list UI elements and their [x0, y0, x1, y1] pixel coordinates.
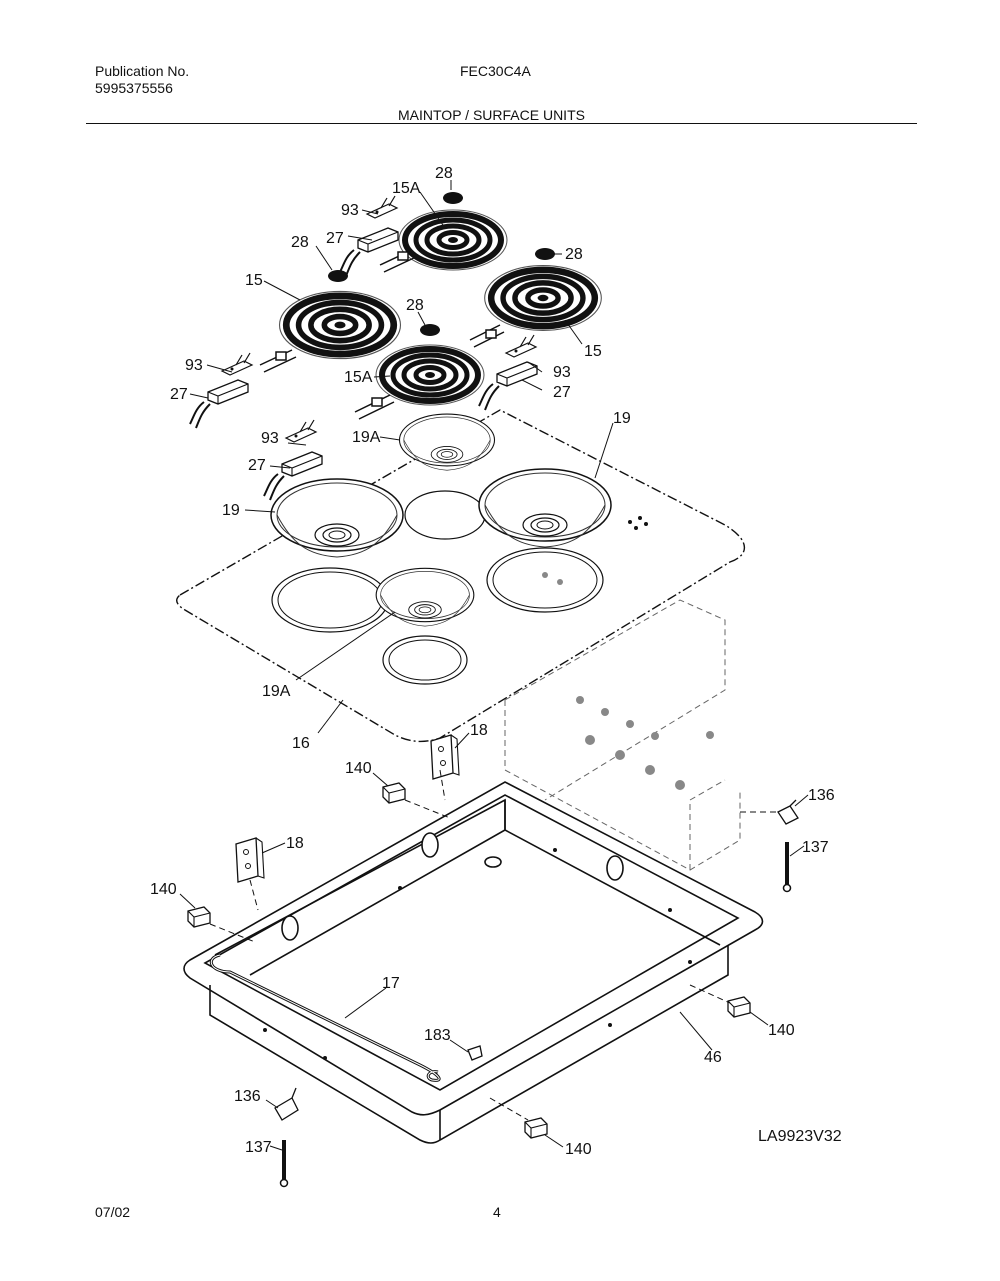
hinge-bracket-18-left — [235, 837, 265, 883]
callout-93-right: 93 — [553, 364, 571, 381]
callout-137-right: 137 — [802, 839, 829, 856]
callout-27-right: 27 — [553, 384, 571, 401]
callout-18-left: 18 — [286, 835, 304, 852]
footer-date: 07/02 — [95, 1204, 131, 1220]
model-number: FEC30C4A — [460, 63, 531, 79]
screw-137-left — [279, 1140, 289, 1188]
callout-28-left: 28 — [291, 234, 309, 251]
callout-27-left: 27 — [170, 386, 188, 403]
surface-unit-15-left — [280, 291, 401, 358]
surface-unit-15-right — [485, 266, 602, 331]
callout-93-top: 93 — [341, 202, 359, 219]
callout-183: 183 — [424, 1027, 451, 1044]
callout-140-top: 140 — [345, 760, 372, 777]
receptacle-clip-93-top — [366, 195, 398, 219]
grommet-183 — [467, 1045, 483, 1061]
callout-16: 16 — [292, 735, 310, 752]
surface-unit-15a-front — [376, 345, 484, 405]
bumper-140-left — [187, 906, 211, 928]
trim-rings — [328, 192, 555, 336]
section-title: MAINTOP / SURFACE UNITS — [398, 107, 585, 123]
callout-93-lower: 93 — [261, 430, 279, 447]
bumper-140-right — [727, 996, 751, 1018]
callout-15-left: 15 — [245, 272, 263, 289]
callout-136-right: 136 — [808, 787, 835, 804]
diagram-id: LA9923V32 — [758, 1128, 842, 1145]
receptacle-clip-93-left — [221, 352, 253, 376]
callout-19a-back: 19A — [352, 429, 381, 446]
cooktop-box — [183, 781, 764, 1144]
callout-19-right: 19 — [613, 410, 631, 427]
bumper-140-bottom — [524, 1117, 548, 1139]
callout-46: 46 — [704, 1049, 722, 1066]
publication-label: Publication No. — [95, 63, 190, 79]
hinge-bracket-18-right — [430, 734, 460, 780]
callout-15a-top: 15A — [392, 180, 421, 197]
publication-number: 5995375556 — [95, 80, 173, 96]
bumper-140-top — [382, 782, 406, 804]
callout-28-top: 28 — [435, 165, 453, 182]
callout-19-left: 19 — [222, 502, 240, 519]
receptacle-clip-93-lower — [285, 419, 317, 443]
callout-140-right: 140 — [768, 1022, 795, 1039]
callout-19a-front: 19A — [262, 683, 291, 700]
callout-28-right: 28 — [565, 246, 583, 263]
callout-15-right: 15 — [584, 343, 602, 360]
screw-137-right — [782, 842, 792, 893]
header-rule — [86, 123, 917, 124]
callout-27-top: 27 — [326, 230, 344, 247]
callout-17: 17 — [382, 975, 400, 992]
callout-15a-center: 15A — [344, 369, 373, 386]
callout-93-left: 93 — [185, 357, 203, 374]
clip-136-left — [274, 1087, 299, 1121]
page-number: 4 — [493, 1204, 501, 1220]
callout-140-bottom: 140 — [565, 1141, 592, 1158]
callout-27-lower: 27 — [248, 457, 266, 474]
receptacle-27-right — [478, 361, 538, 411]
surface-unit-15a-back — [399, 210, 507, 270]
callout-137-left: 137 — [245, 1139, 272, 1156]
callout-28-center: 28 — [406, 297, 424, 314]
receptacle-clip-93-right — [505, 334, 537, 358]
callout-140-left: 140 — [150, 881, 177, 898]
callout-136-left: 136 — [234, 1088, 261, 1105]
receptacle-27-left — [189, 379, 249, 429]
callout-18-top: 18 — [470, 722, 488, 739]
control-housing — [504, 599, 741, 871]
clip-136-right — [777, 799, 799, 825]
